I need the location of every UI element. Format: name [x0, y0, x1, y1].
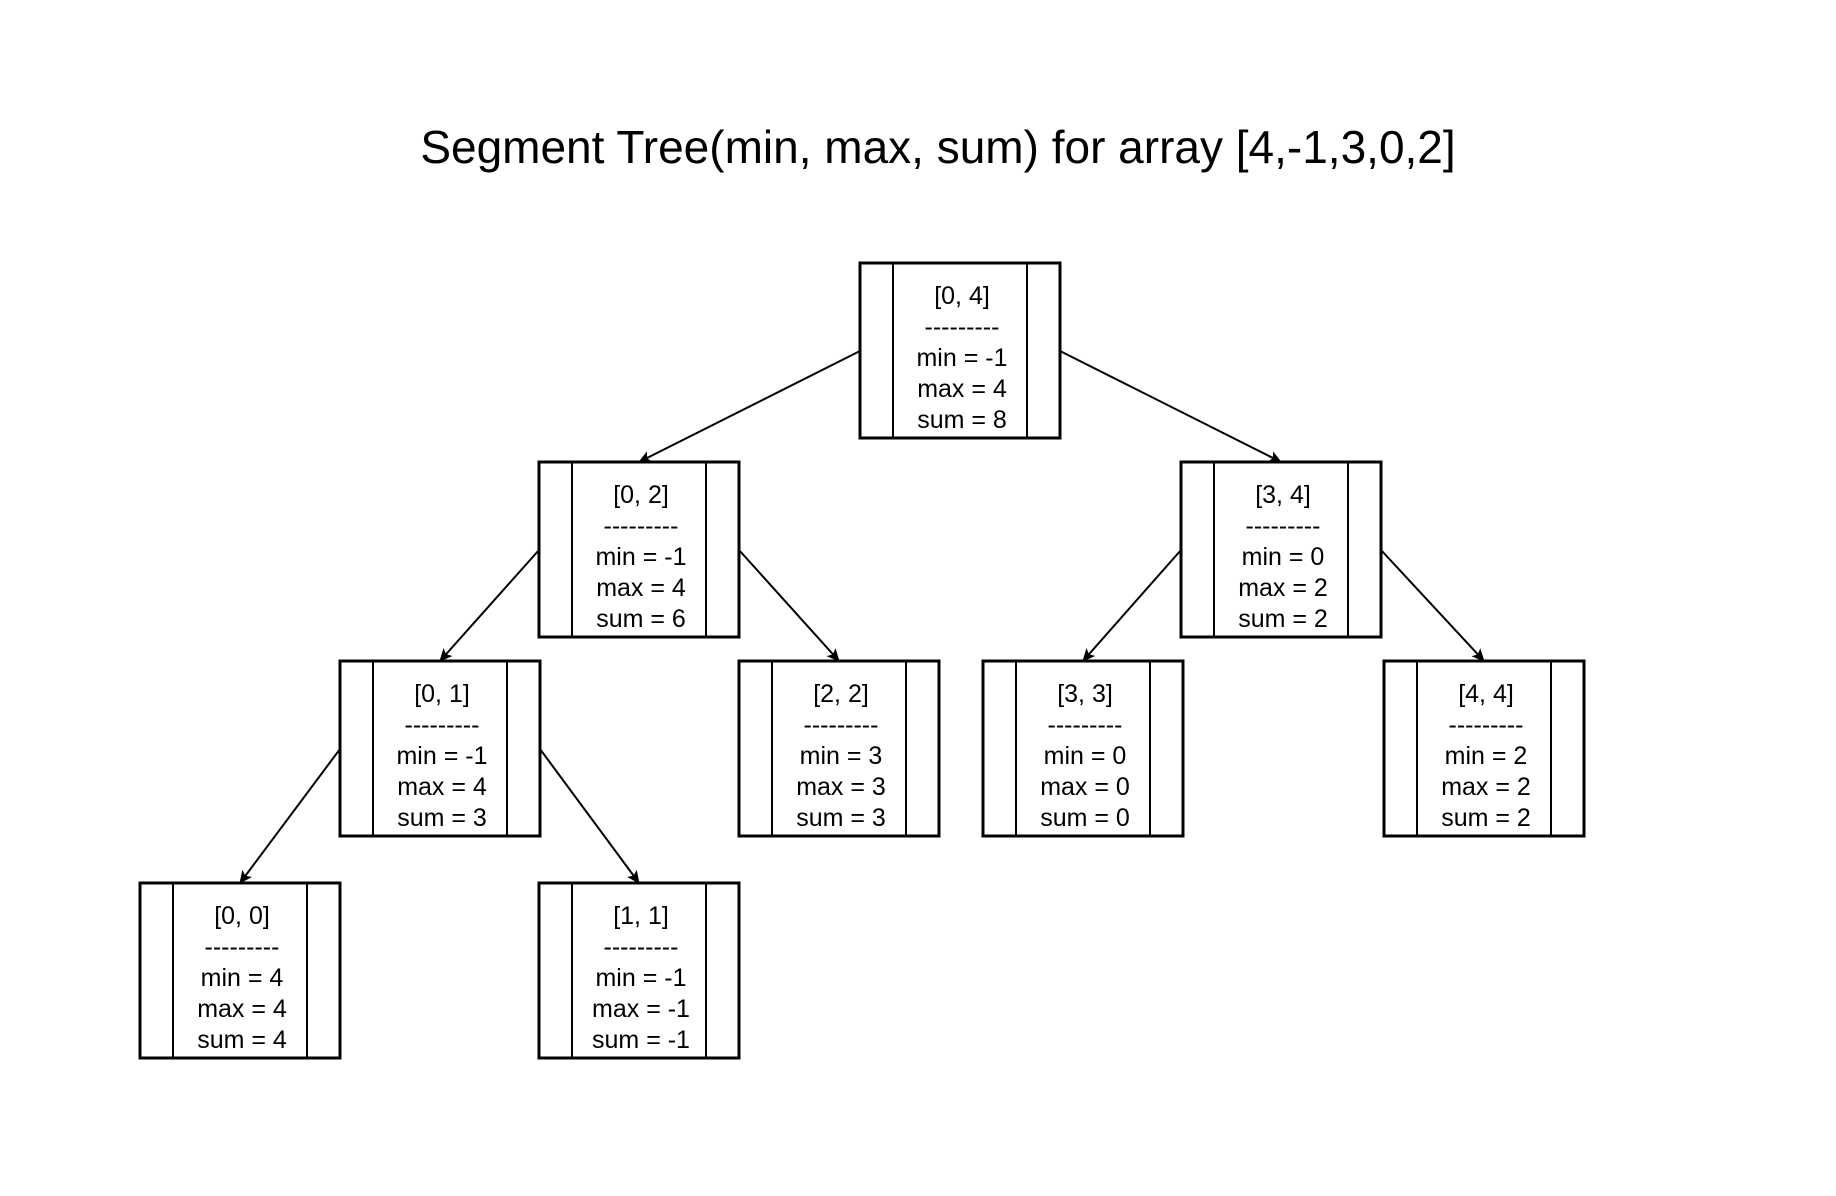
node-min-value: min = 0: [1242, 543, 1325, 571]
node-separator: ---------: [205, 933, 280, 961]
node-min-value: min = -1: [396, 742, 487, 770]
node-max-value: max = 2: [1441, 773, 1531, 801]
node-sum-value: sum = 3: [796, 804, 886, 832]
node-range-label: [2, 2]: [813, 680, 869, 708]
tree-node-n11: [1, 1] --------- min = -1 max = -1 sum = -1: [537, 881, 741, 1060]
edge-arrow-n04-n02: [638, 350, 861, 463]
node-separator: ---------: [405, 711, 480, 739]
edge-arrow-n01-n11: [539, 748, 640, 884]
tree-node-n02: [0, 2] --------- min = -1 max = 4 sum = 6: [537, 460, 741, 639]
node-min-value: min = 0: [1044, 742, 1127, 770]
node-range-label: [1, 1]: [613, 902, 669, 930]
node-sum-value: sum = 0: [1040, 804, 1130, 832]
tree-node-n22: [2, 2] --------- min = 3 max = 3 sum = 3: [737, 659, 941, 838]
node-range-label: [0, 0]: [214, 902, 270, 930]
node-max-value: max = 0: [1040, 773, 1130, 801]
edge-arrow-n34-n44: [1380, 549, 1485, 662]
node-max-value: max = 4: [397, 773, 487, 801]
tree-node-n34: [3, 4] --------- min = 0 max = 2 sum = 2: [1179, 460, 1383, 639]
tree-node-n00: [0, 0] --------- min = 4 max = 4 sum = 4: [138, 881, 342, 1060]
tree-node-n33: [3, 3] --------- min = 0 max = 0 sum = 0: [981, 659, 1185, 838]
node-min-value: min = 4: [201, 964, 284, 992]
node-max-value: max = 3: [796, 773, 886, 801]
node-range-label: [4, 4]: [1458, 680, 1514, 708]
edge-arrow-n04-n34: [1059, 350, 1282, 463]
node-separator: ---------: [604, 933, 679, 961]
node-min-value: min = -1: [595, 964, 686, 992]
node-min-value: min = 3: [800, 742, 883, 770]
node-separator: ---------: [925, 313, 1000, 341]
node-range-label: [0, 4]: [934, 282, 990, 310]
node-range-label: [3, 4]: [1255, 481, 1311, 509]
node-separator: ---------: [1449, 711, 1524, 739]
node-separator: ---------: [1048, 711, 1123, 739]
edge-arrow-n34-n33: [1082, 549, 1182, 662]
node-separator: ---------: [804, 711, 879, 739]
node-separator: ---------: [604, 512, 679, 540]
edge-arrow-n02-n01: [439, 549, 540, 662]
node-sum-value: sum = 2: [1441, 804, 1531, 832]
tree-node-n01: [0, 1] --------- min = -1 max = 4 sum = 3: [338, 659, 542, 838]
node-sum-value: sum = -1: [592, 1026, 690, 1054]
node-max-value: max = 4: [197, 995, 287, 1023]
node-range-label: [0, 2]: [613, 481, 669, 509]
node-max-value: max = 4: [917, 375, 1007, 403]
node-sum-value: sum = 2: [1238, 605, 1328, 633]
node-min-value: min = -1: [595, 543, 686, 571]
node-min-value: min = -1: [916, 344, 1007, 372]
tree-node-n44: [4, 4] --------- min = 2 max = 2 sum = 2: [1382, 659, 1586, 838]
diagram-title: Segment Tree(min, max, sum) for array [4…: [420, 121, 1455, 173]
node-range-label: [3, 3]: [1057, 680, 1113, 708]
edge-arrow-n02-n22: [738, 549, 840, 662]
node-max-value: max = 4: [596, 574, 686, 602]
node-sum-value: sum = 8: [917, 406, 1007, 434]
edges-layer: [239, 350, 1485, 884]
node-sum-value: sum = 4: [197, 1026, 287, 1054]
node-range-label: [0, 1]: [414, 680, 470, 708]
node-max-value: max = -1: [592, 995, 690, 1023]
node-min-value: min = 2: [1445, 742, 1528, 770]
tree-node-n04: [0, 4] --------- min = -1 max = 4 sum = 8: [858, 261, 1062, 440]
node-sum-value: sum = 6: [596, 605, 686, 633]
edge-arrow-n01-n00: [239, 748, 341, 884]
node-sum-value: sum = 3: [397, 804, 487, 832]
node-max-value: max = 2: [1238, 574, 1328, 602]
node-separator: ---------: [1246, 512, 1321, 540]
